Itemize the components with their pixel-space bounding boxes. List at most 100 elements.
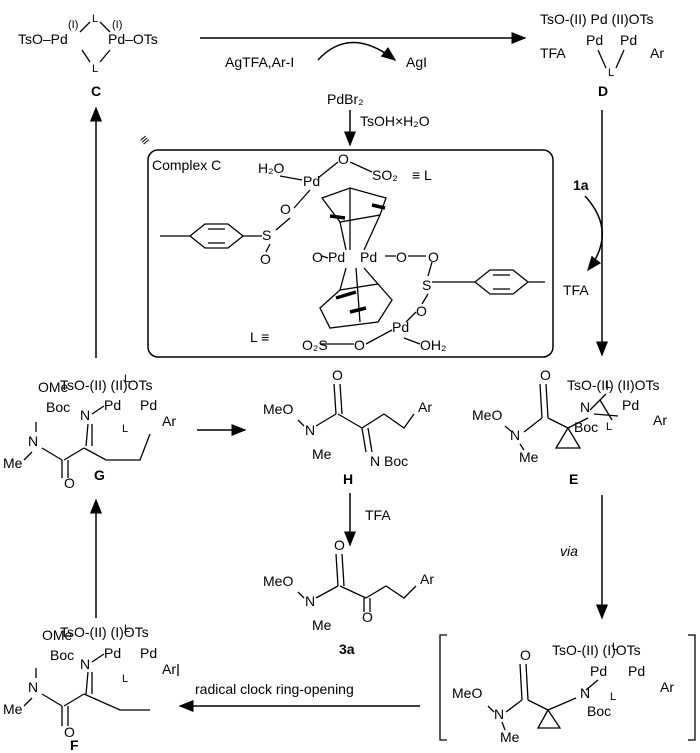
f-n2: N xyxy=(28,679,38,695)
label-3a: 3a xyxy=(339,641,355,657)
e-n2: N xyxy=(510,427,520,443)
p-o: O xyxy=(334,537,345,553)
g-n: N xyxy=(80,407,90,423)
complex-C-box: Complex C H₂O Pd O SO₂ ≡ L O S O O Pd Pd… xyxy=(147,149,554,358)
f-bonds xyxy=(23,653,179,726)
g-ome: OMe xyxy=(38,379,69,395)
complex-oh2: OH₂ xyxy=(420,337,446,353)
complex-s-right: S xyxy=(422,277,431,293)
br-meo: MeO xyxy=(452,685,482,701)
complex-o-top: O xyxy=(338,151,349,167)
br-boc: Boc xyxy=(587,703,611,719)
complex-equiv-L-bottom: L ≡ xyxy=(250,329,269,345)
br-bonds xyxy=(487,663,599,731)
upper-cage xyxy=(320,187,387,251)
p-n: N xyxy=(305,593,315,609)
p-bonds xyxy=(297,553,417,612)
f-o: O xyxy=(64,724,75,740)
compound-H: MeO N Me O N Boc Ar H xyxy=(263,367,432,487)
f-ome: OMe xyxy=(42,627,73,643)
compound-G: TsO-(II) (II)OTs Pd Pd Ar L L Boc OMe N … xyxy=(3,373,176,491)
br-pd-right: Pd xyxy=(628,663,645,679)
g-bridge-bottom: L xyxy=(122,423,128,435)
d-pd-right: Pd xyxy=(620,32,637,48)
p-ar: Ar xyxy=(420,571,434,587)
arrow-1a-curve xyxy=(584,195,603,272)
br-top: TsO-(II) (I)OTs xyxy=(552,642,641,658)
complex-frame xyxy=(147,149,554,358)
g-bridge-top: L xyxy=(124,373,130,385)
complex-o-bottom: O xyxy=(354,337,365,353)
reagent-1a: 1a xyxy=(573,177,589,193)
e-bridge-bottom: L xyxy=(606,421,612,433)
d-bridge: L xyxy=(608,67,614,79)
c-tso-pd: TsO–Pd xyxy=(18,31,68,47)
complex-bonds xyxy=(265,161,433,345)
e-bridge-top: L xyxy=(605,379,611,391)
reagent-agtfa: AgTFA,Ar-I xyxy=(225,54,294,70)
d-tfa: TFA xyxy=(540,45,566,61)
e-pd-right: Pd xyxy=(622,397,639,413)
c-bridge-top: L xyxy=(92,13,98,25)
h-me: Me xyxy=(312,446,332,462)
br-bridge-top: L xyxy=(612,641,618,653)
c-pd-ots: Pd–OTs xyxy=(108,31,158,47)
h-o: O xyxy=(332,367,343,383)
g-boc: Boc xyxy=(46,399,70,415)
complex-o-left3: O xyxy=(312,249,323,265)
c-ox-right: (I) xyxy=(112,19,122,31)
g-ar: Ar xyxy=(162,413,176,429)
equiv-C-complex: ≡ xyxy=(136,131,153,149)
lower-cage xyxy=(319,267,393,329)
reagent-tfa-down: TFA xyxy=(365,507,391,523)
f-me: Me xyxy=(3,701,23,717)
f-pd-left: Pd xyxy=(104,645,121,661)
br-ar: Ar xyxy=(660,679,674,695)
label-E: E xyxy=(569,471,578,487)
e-o: O xyxy=(540,367,551,383)
g-pd-right: Pd xyxy=(140,397,157,413)
complex-o-right3: O xyxy=(416,303,427,319)
compound-E: TsO-(II) (II)OTs Pd Ar L L N Boc MeO N M… xyxy=(472,367,667,487)
complex-so2-top: SO₂ xyxy=(372,167,398,183)
c-ox-left: (I) xyxy=(68,19,78,31)
label-H: H xyxy=(343,471,353,487)
side-tfa: TFA xyxy=(563,282,589,298)
g-n2: N xyxy=(28,433,38,449)
p-me: Me xyxy=(312,617,332,633)
e-me: Me xyxy=(519,449,539,465)
label-C: C xyxy=(91,83,101,99)
compound-D: TsO-(II) Pd (II)OTs Pd Pd TFA Ar L D xyxy=(540,11,664,99)
p-o2: O xyxy=(362,609,373,625)
bracket-right xyxy=(688,634,696,741)
d-ar: Ar xyxy=(650,45,664,61)
label-via: via xyxy=(560,543,578,559)
label-radical-clock: radical clock ring-opening xyxy=(195,681,354,697)
f-boc: Boc xyxy=(50,647,74,663)
h-n2: N xyxy=(370,453,380,469)
f-ar: Ar xyxy=(162,661,176,677)
compound-F: TsO-(II) (I)OTs Pd Pd Ar L L Boc OMe N N… xyxy=(3,623,179,753)
complex-o-left1: O xyxy=(280,201,291,217)
complex-pd-center-left: Pd xyxy=(328,249,345,265)
complex-o-right1: O xyxy=(396,249,407,265)
d-top: TsO-(II) Pd (II)OTs xyxy=(540,11,654,27)
br-bridge-bottom: L xyxy=(610,691,616,703)
e-ar: Ar xyxy=(653,412,667,428)
g-top: TsO-(II) (II)OTs xyxy=(60,377,153,393)
reagent-tsoh: TsOH×H₂O xyxy=(360,113,430,129)
complex-o-right2: O xyxy=(428,249,439,265)
bracket-intermediate: TsO-(II) (I)OTs Pd Pd Ar L L N Boc MeO N… xyxy=(439,634,696,745)
br-pd-left: Pd xyxy=(590,663,607,679)
complex-o2s: O₂S xyxy=(302,337,328,353)
complex-pd-top: Pd xyxy=(303,173,320,189)
f-bridge-bottom: L xyxy=(122,673,128,685)
bracket-left xyxy=(439,634,447,741)
e-boc: Boc xyxy=(574,419,598,435)
h-ar: Ar xyxy=(418,399,432,415)
label-G: G xyxy=(94,467,105,483)
h-meo: MeO xyxy=(263,401,293,417)
complex-pd-bottom: Pd xyxy=(392,319,409,335)
f-top: TsO-(II) (I)OTs xyxy=(60,624,149,640)
label-D: D xyxy=(598,83,608,99)
